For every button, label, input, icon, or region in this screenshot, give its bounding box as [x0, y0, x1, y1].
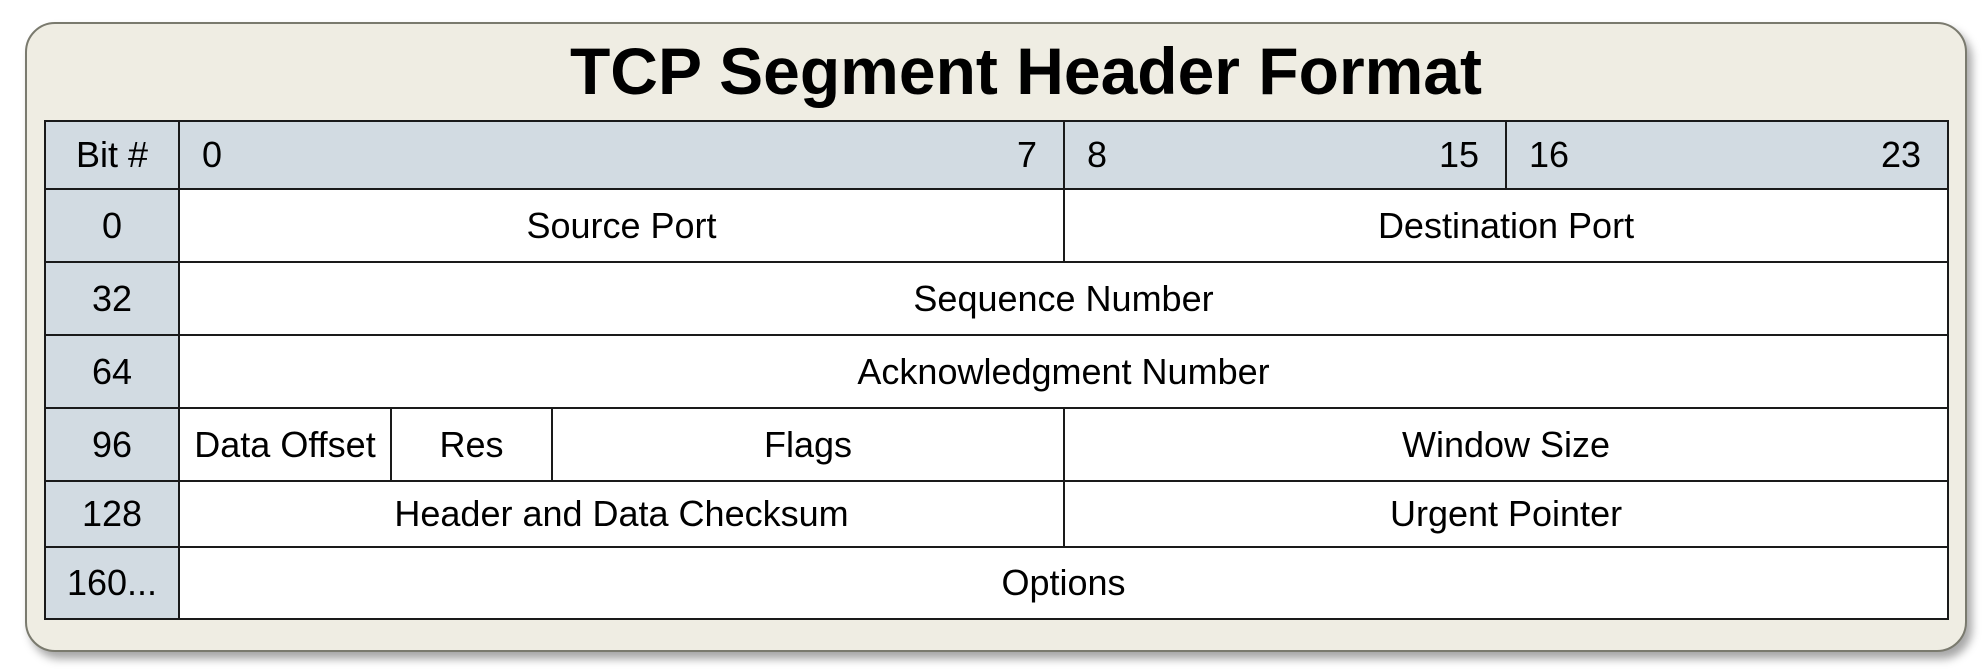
field-source-port: Source Port	[177, 188, 1066, 263]
tcp-header-table: Bit # 0 7 8 15 16 23 24 31 0	[44, 120, 1950, 620]
bit-range-start: 0	[202, 134, 223, 175]
bit-range-8-15: 8 15	[1063, 120, 1508, 190]
field-destination-port: Destination Port	[1063, 188, 1950, 263]
bit-range-end: 7	[1016, 134, 1038, 175]
field-data-offset: Data Offset	[178, 407, 392, 482]
field-urgent-pointer: Urgent Pointer	[1063, 480, 1950, 548]
bit-range-0-7: 0 7	[177, 120, 1066, 190]
header-row-64: 64 Acknowledgment Number	[44, 334, 1950, 409]
field-window-size: Window Size	[1063, 407, 1950, 482]
bit-range-end: 23	[1880, 134, 1922, 175]
row-offset: 160...	[44, 546, 180, 620]
row-offset: 128	[44, 480, 180, 548]
bit-range-16-23: 16 23	[1505, 120, 1950, 190]
bit-range-start: 16	[1529, 134, 1570, 175]
bit-number-label: Bit #	[44, 120, 180, 190]
field-sequence-number: Sequence Number	[177, 261, 1950, 336]
header-row-0: 0 Source Port Destination Port	[44, 188, 1950, 263]
field-reserved: Res	[390, 407, 553, 482]
diagram-title: TCP Segment Header Format	[569, 34, 1482, 108]
header-row-128: 128 Header and Data Checksum Urgent Poin…	[44, 480, 1950, 548]
row-offset: 96	[44, 407, 180, 482]
field-options: Options	[177, 546, 1950, 620]
bit-index-header-row: Bit # 0 7 8 15 16 23 24 31	[44, 120, 1950, 190]
field-header-and-data-checksum: Header and Data Checksum	[177, 480, 1066, 548]
row-offset: 64	[44, 334, 180, 409]
header-row-32: 32 Sequence Number	[44, 261, 1950, 336]
bit-range-start: 8	[1087, 134, 1108, 175]
row-offset: 32	[44, 261, 180, 336]
header-row-160: 160... Options	[44, 546, 1950, 620]
field-acknowledgment-number: Acknowledgment Number	[177, 334, 1950, 409]
header-row-96: 96 Data Offset Res Flags Window Size	[44, 407, 1950, 482]
row-offset: 0	[44, 188, 180, 263]
bit-range-end: 15	[1438, 134, 1480, 175]
field-flags: Flags	[550, 407, 1066, 482]
